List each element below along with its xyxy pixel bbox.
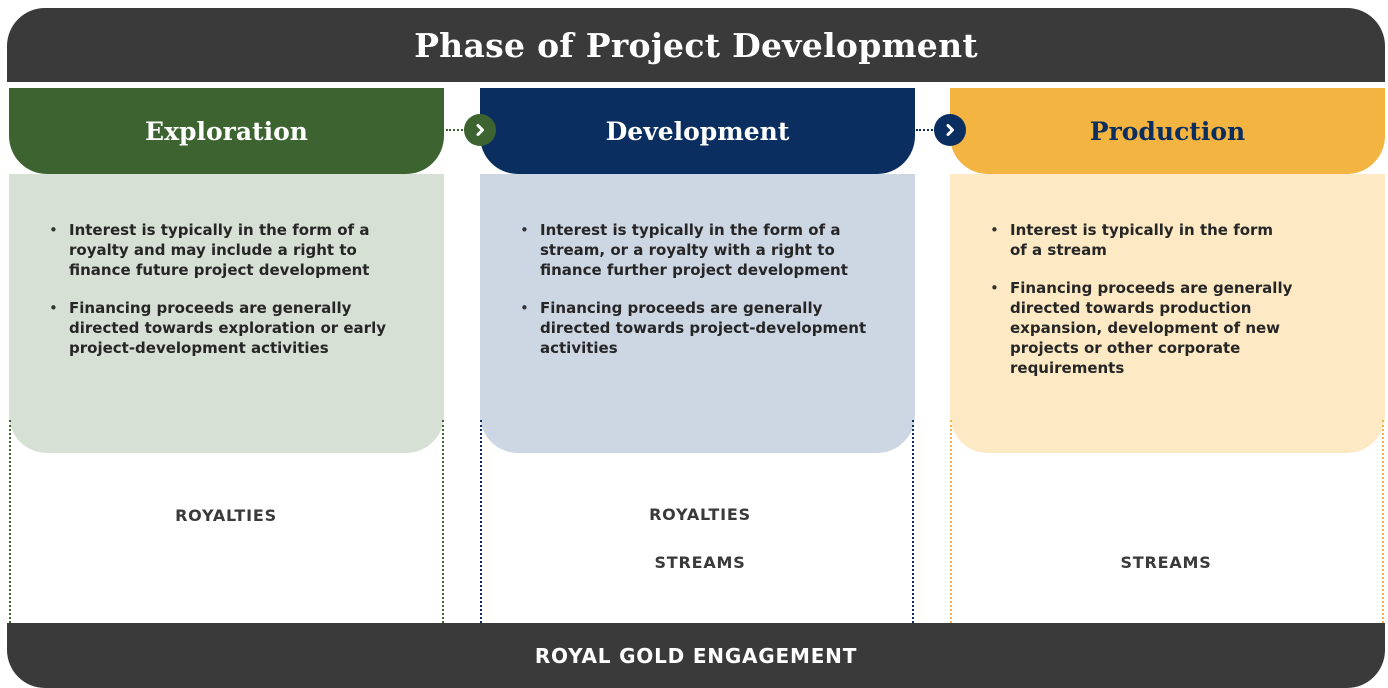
chevron-right-icon [934,114,966,146]
phase-production: Interest is typically in the form of a s… [950,88,1385,453]
connector-1-dots [446,129,466,131]
engagement-development-streams: STREAMS [654,553,746,572]
phase-production-header: Production [950,88,1385,174]
bullet-item: Financing proceeds are generally directe… [990,278,1310,378]
phase-exploration-body: Interest is typically in the form of a r… [9,174,444,453]
footer-bar: ROYAL GOLD ENGAGEMENT [7,623,1385,688]
bullet-item: Interest is typically in the form of a r… [49,220,413,280]
phase-production-bullets: Interest is typically in the form of a s… [990,220,1324,396]
connector-2-dots [916,129,936,131]
phase-exploration-bullets: Interest is typically in the form of a r… [49,220,413,376]
divider-line [442,420,444,623]
phase-development-title: Development [605,116,790,146]
phase-exploration-header: Exploration [9,88,444,174]
bullet-item: Interest is typically in the form of a s… [520,220,884,280]
diagram-title: Phase of Project Development [414,25,978,65]
chevron-right-icon [464,114,496,146]
bullet-item: Interest is typically in the form of a s… [990,220,1290,260]
phase-exploration-title: Exploration [145,116,308,146]
engagement-exploration-royalties: ROYALTIES [175,506,277,525]
phase-development: Interest is typically in the form of a s… [480,88,915,453]
engagement-production-streams: STREAMS [1120,553,1212,572]
bullet-item: Financing proceeds are generally directe… [520,298,884,358]
phase-exploration: Interest is typically in the form of a r… [9,88,444,453]
divider-line [480,420,482,623]
divider-line [1382,420,1384,623]
engagement-development-royalties: ROYALTIES [649,505,751,524]
phase-development-body: Interest is typically in the form of a s… [480,174,915,453]
title-bar: Phase of Project Development [7,8,1385,82]
divider-line [912,420,914,623]
phase-development-bullets: Interest is typically in the form of a s… [520,220,884,376]
divider-line [950,420,952,623]
phase-production-body: Interest is typically in the form of a s… [950,174,1385,453]
phase-production-title: Production [1089,116,1246,146]
bullet-item: Financing proceeds are generally directe… [49,298,413,358]
footer-label: ROYAL GOLD ENGAGEMENT [534,643,858,668]
divider-line [9,420,11,623]
phase-development-header: Development [480,88,915,174]
